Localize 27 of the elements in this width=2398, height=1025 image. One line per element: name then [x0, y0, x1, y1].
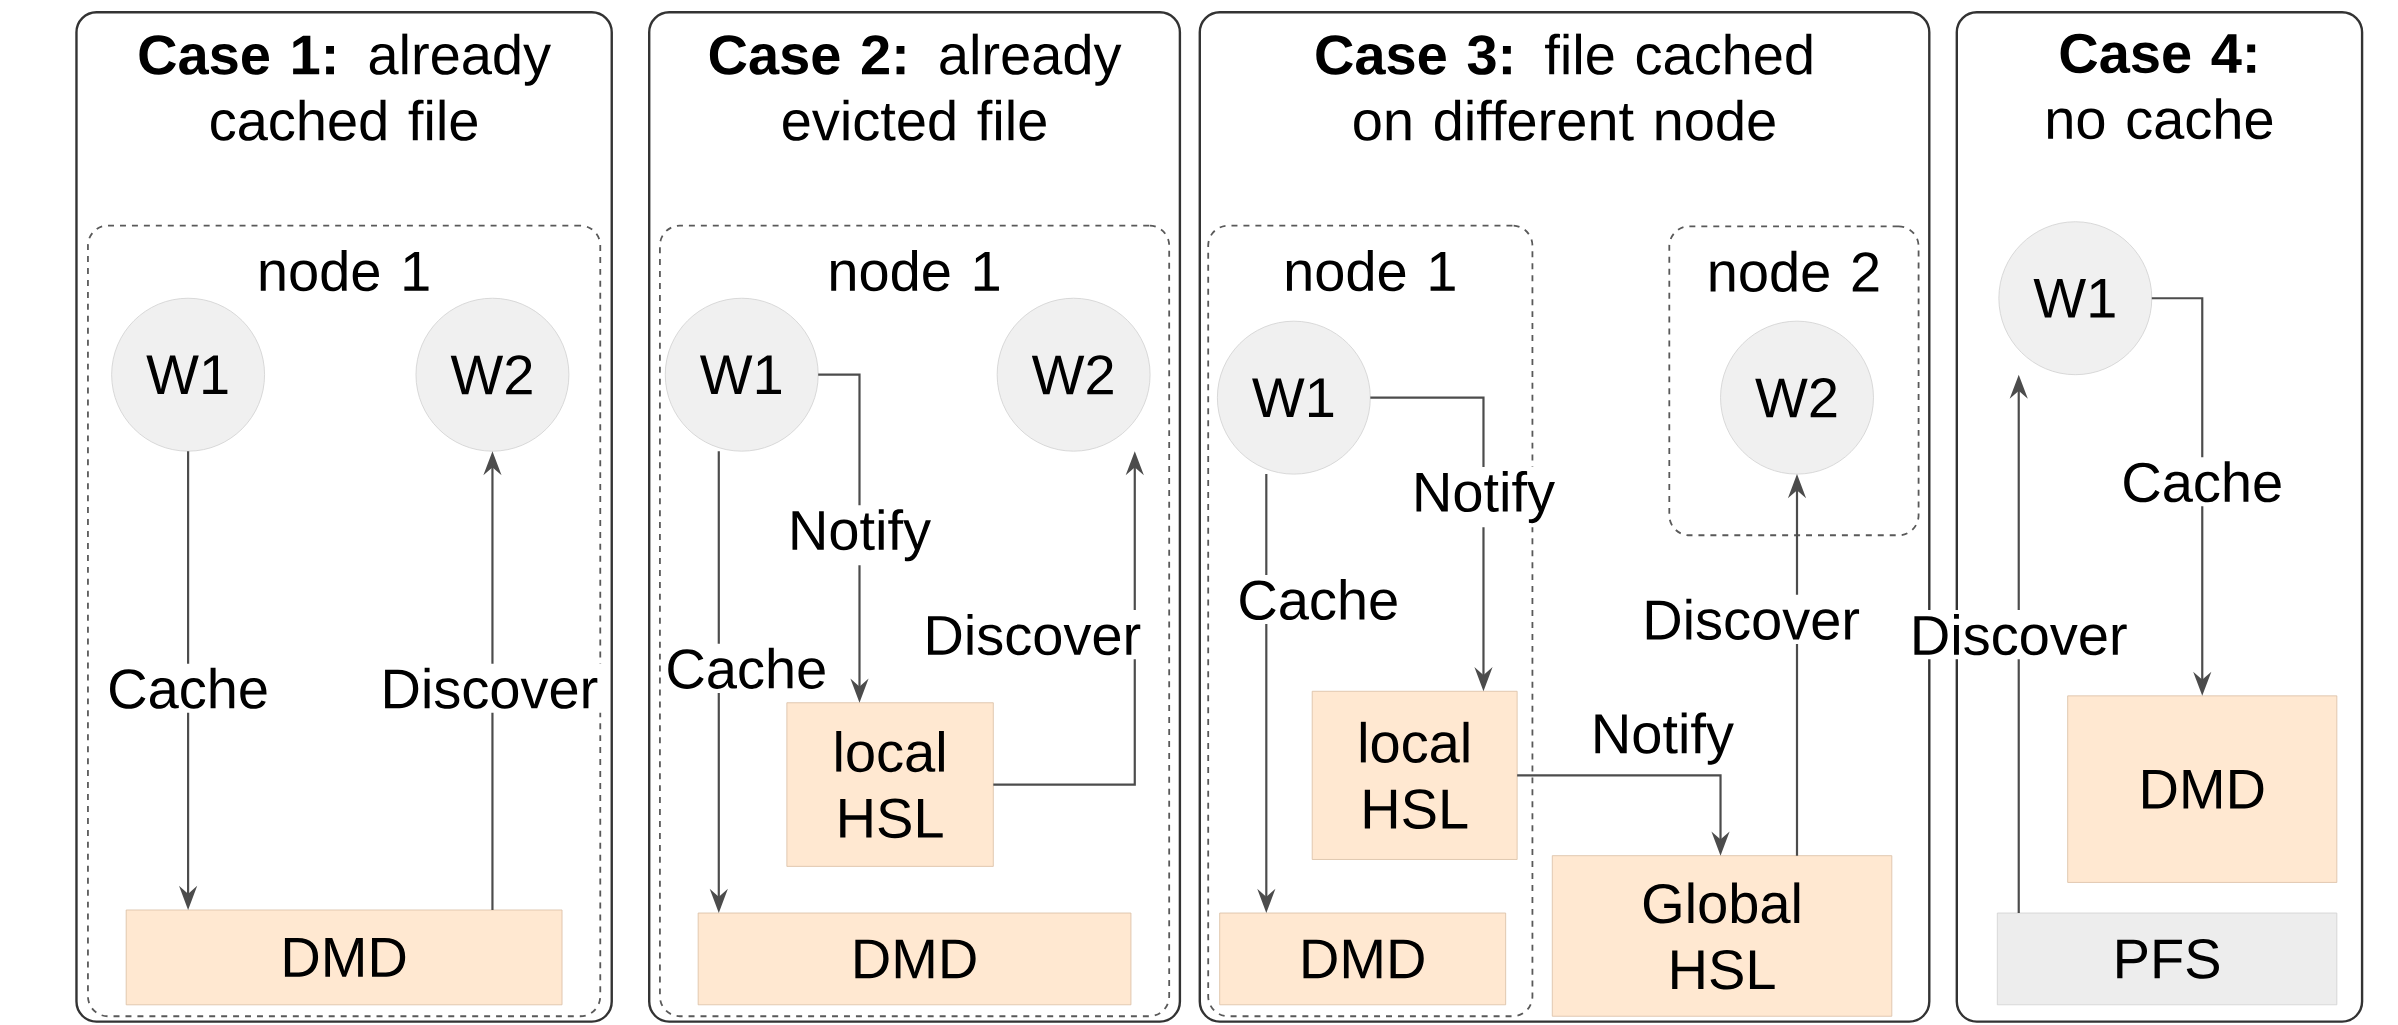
edge-label: Cache [2117, 457, 2288, 507]
panel-title: Case 1: already cached file [139, 33, 551, 141]
storage-box: local HSL [786, 702, 994, 867]
storage-box: Global HSL [1551, 855, 1893, 1017]
edge-label: Discover [919, 610, 1146, 660]
group-label: node 1 [260, 250, 429, 292]
storage-box: local HSL [1311, 691, 1518, 861]
group-label: node 2 [1710, 251, 1879, 293]
group-label: node 1 [831, 250, 999, 292]
edge-label: Cache [103, 663, 274, 713]
edge-label: Notify [1586, 708, 1738, 769]
edge-label: Notify [783, 505, 936, 566]
storage-box: DMD [1219, 912, 1507, 1006]
panel-title: Case 3: file cached on different node [1316, 33, 1812, 141]
storage-box: DMD [125, 909, 563, 1006]
storage-box: PFS [1996, 912, 2338, 1006]
edge-label: Cache [661, 643, 832, 694]
storage-box: DMD [697, 912, 1132, 1006]
group-label: node 1 [1286, 250, 1455, 292]
edge-label: Discover [1638, 595, 1865, 645]
edge-label: Discover [376, 663, 603, 713]
edge-label: Notify [1407, 467, 1560, 528]
edge-label: Discover [1905, 610, 2132, 660]
panel-title: Case 2: already evicted file [709, 33, 1122, 141]
storage-box: DMD [2067, 695, 2338, 883]
edge-label: Cache [1233, 575, 1404, 625]
panel-title: Case 4: no cache [2047, 33, 2273, 140]
